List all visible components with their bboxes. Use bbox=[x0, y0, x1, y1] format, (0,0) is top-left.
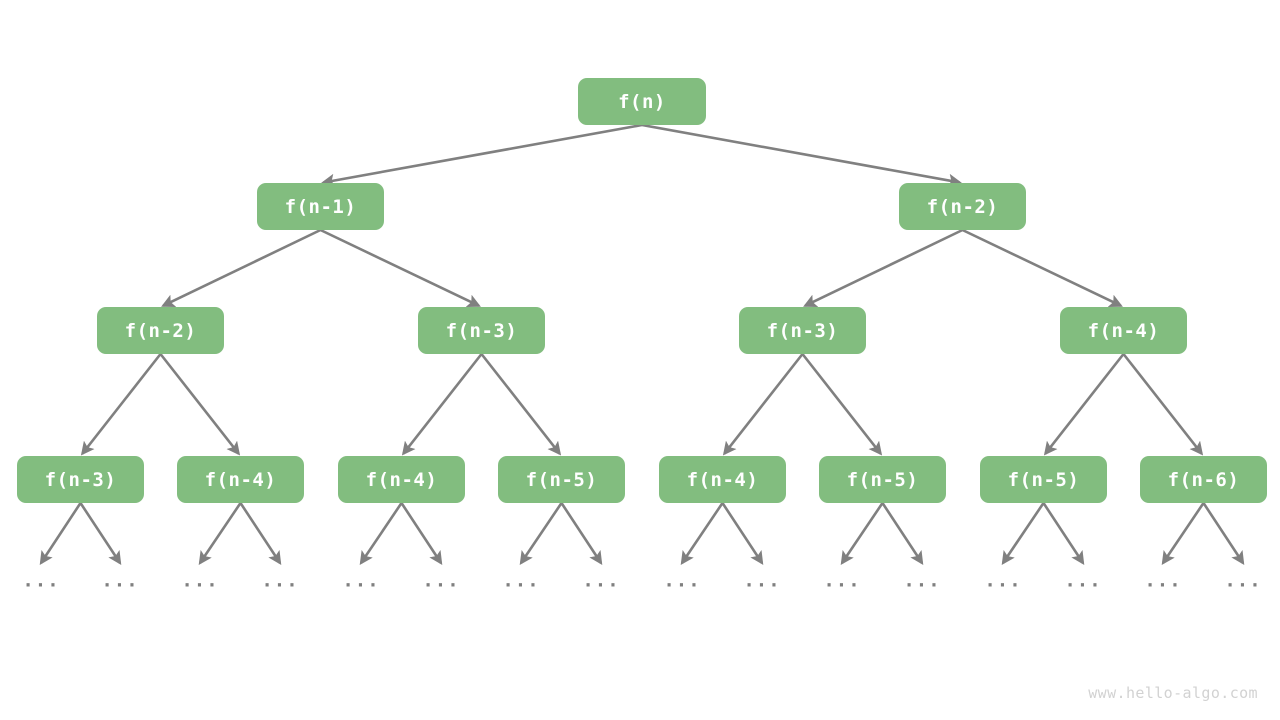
tree-node-n11[interactable]: f(n-4) bbox=[659, 456, 786, 503]
leaf-edge-14 bbox=[1161, 502, 1205, 565]
leaf-edge-12 bbox=[1001, 502, 1045, 565]
tree-edges bbox=[80, 123, 1204, 456]
leaf-edge-15 bbox=[1202, 502, 1245, 565]
watermark: www.hello-algo.com bbox=[1088, 684, 1258, 702]
leaf-edge-9 bbox=[721, 502, 764, 565]
tree-node-n9[interactable]: f(n-4) bbox=[338, 456, 465, 503]
tree-edge-n1-n4 bbox=[319, 228, 481, 307]
leaf-edge-4 bbox=[359, 502, 403, 565]
leaf-edge-1 bbox=[79, 502, 122, 565]
tree-edge-n4-n9 bbox=[401, 353, 483, 456]
tree-node-n5[interactable]: f(n-3) bbox=[739, 307, 866, 354]
leaf-edge-10 bbox=[840, 502, 884, 565]
ellipsis-marker: ··· bbox=[342, 574, 380, 597]
tree-edge-n3-n8 bbox=[159, 353, 241, 456]
tree-node-label: f(n-2) bbox=[124, 319, 197, 342]
ellipsis-marker: ··· bbox=[823, 574, 861, 597]
ellipsis-marker: ··· bbox=[582, 574, 620, 597]
tree-node-label: f(n-3) bbox=[766, 319, 839, 342]
leaf-edge-0 bbox=[39, 502, 82, 565]
leaf-edge-7 bbox=[560, 502, 603, 565]
tree-node-label: f(n-1) bbox=[284, 195, 357, 218]
tree-node-label: f(n-4) bbox=[204, 468, 277, 491]
ellipsis-marker: ··· bbox=[422, 574, 460, 597]
ellipsis-marker: ··· bbox=[743, 574, 781, 597]
leaf-edges bbox=[39, 502, 1245, 565]
tree-edge-n0-n2 bbox=[641, 123, 962, 188]
tree-edge-n3-n7 bbox=[80, 353, 162, 456]
tree-edge-n4-n10 bbox=[480, 353, 562, 456]
tree-node-n4[interactable]: f(n-3) bbox=[418, 307, 545, 354]
tree-edge-n6-n13 bbox=[1043, 353, 1125, 456]
tree-node-label: f(n-5) bbox=[846, 468, 919, 491]
tree-node-label: f(n-4) bbox=[686, 468, 759, 491]
tree-node-label: f(n-5) bbox=[525, 468, 598, 491]
ellipsis-marker: ··· bbox=[903, 574, 941, 597]
ellipsis-marker: ··· bbox=[1144, 574, 1182, 597]
tree-node-n12[interactable]: f(n-5) bbox=[819, 456, 946, 503]
tree-edge-n0-n1 bbox=[321, 123, 643, 188]
leaf-edge-5 bbox=[400, 502, 443, 565]
tree-node-n14[interactable]: f(n-6) bbox=[1140, 456, 1267, 503]
tree-node-label: f(n-4) bbox=[1087, 319, 1160, 342]
leaf-edge-11 bbox=[881, 502, 924, 565]
tree-node-label: f(n-3) bbox=[44, 468, 117, 491]
tree-edge-n2-n5 bbox=[803, 228, 964, 307]
leaf-edge-8 bbox=[680, 502, 724, 565]
tree-edge-n5-n12 bbox=[801, 353, 883, 456]
tree-node-n0[interactable]: f(n) bbox=[578, 78, 706, 125]
tree-edge-n1-n3 bbox=[161, 228, 322, 307]
ellipsis-marker: ··· bbox=[261, 574, 299, 597]
leaf-edge-6 bbox=[519, 502, 563, 565]
tree-node-label: f(n-4) bbox=[365, 468, 438, 491]
tree-edge-n2-n6 bbox=[961, 228, 1123, 307]
tree-node-label: f(n-6) bbox=[1167, 468, 1240, 491]
tree-edge-n6-n14 bbox=[1122, 353, 1204, 456]
ellipsis-marker: ··· bbox=[101, 574, 139, 597]
tree-node-n1[interactable]: f(n-1) bbox=[257, 183, 384, 230]
leaf-edge-13 bbox=[1042, 502, 1085, 565]
ellipsis-marker: ··· bbox=[663, 574, 701, 597]
tree-edge-n5-n11 bbox=[722, 353, 804, 456]
ellipsis-marker: ··· bbox=[1224, 574, 1262, 597]
ellipsis-marker: ··· bbox=[22, 574, 60, 597]
tree-node-label: f(n-3) bbox=[445, 319, 518, 342]
tree-node-n6[interactable]: f(n-4) bbox=[1060, 307, 1187, 354]
tree-node-n10[interactable]: f(n-5) bbox=[498, 456, 625, 503]
ellipsis-marker: ··· bbox=[984, 574, 1022, 597]
leaf-edge-2 bbox=[198, 502, 242, 565]
leaf-edge-3 bbox=[239, 502, 282, 565]
tree-node-n2[interactable]: f(n-2) bbox=[899, 183, 1026, 230]
tree-node-label: f(n-5) bbox=[1007, 468, 1080, 491]
ellipsis-marker: ··· bbox=[181, 574, 219, 597]
tree-node-label: f(n) bbox=[618, 90, 666, 113]
tree-node-n3[interactable]: f(n-2) bbox=[97, 307, 224, 354]
ellipsis-marker: ··· bbox=[502, 574, 540, 597]
tree-node-n7[interactable]: f(n-3) bbox=[17, 456, 144, 503]
ellipsis-marker: ··· bbox=[1064, 574, 1102, 597]
tree-node-n8[interactable]: f(n-4) bbox=[177, 456, 304, 503]
tree-node-label: f(n-2) bbox=[926, 195, 999, 218]
tree-node-n13[interactable]: f(n-5) bbox=[980, 456, 1107, 503]
